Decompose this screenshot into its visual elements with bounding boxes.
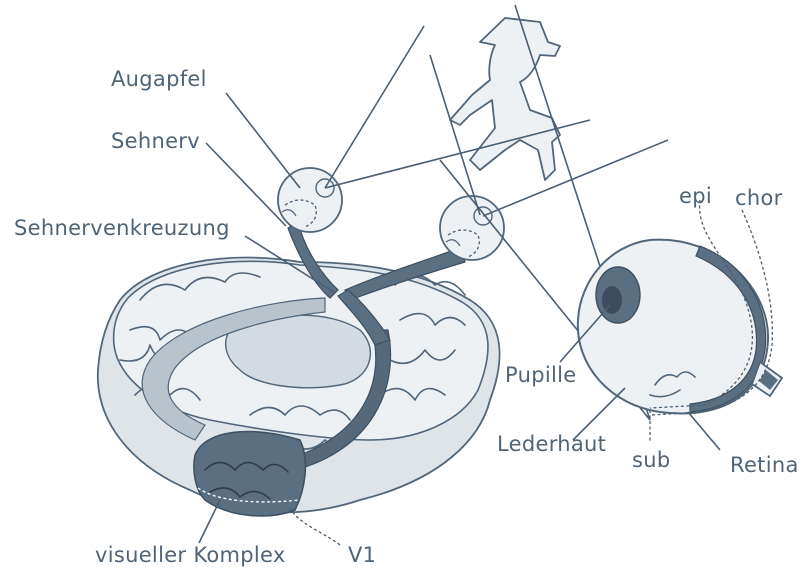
label-retina: Retina: [730, 453, 799, 477]
large-eye: [578, 200, 782, 442]
ampelmann-figure: [450, 18, 560, 180]
label-sub: sub: [632, 448, 670, 472]
label-visueller-komplex: visueller Komplex: [95, 543, 286, 567]
label-pupille: Pupille: [505, 363, 576, 387]
left-eyeball: [278, 168, 342, 232]
label-sehnerv: Sehnerv: [111, 129, 200, 153]
visual-cortex-block: [194, 432, 306, 516]
brain: [98, 222, 500, 516]
label-v1: V1: [348, 543, 376, 567]
label-lederhaut: Lederhaut: [497, 432, 606, 456]
label-chor: chor: [735, 186, 783, 210]
label-augapfel: Augapfel: [111, 67, 207, 91]
label-sehnervenkreuzung: Sehnervenkreuzung: [14, 216, 230, 240]
label-epi: epi: [679, 184, 712, 208]
